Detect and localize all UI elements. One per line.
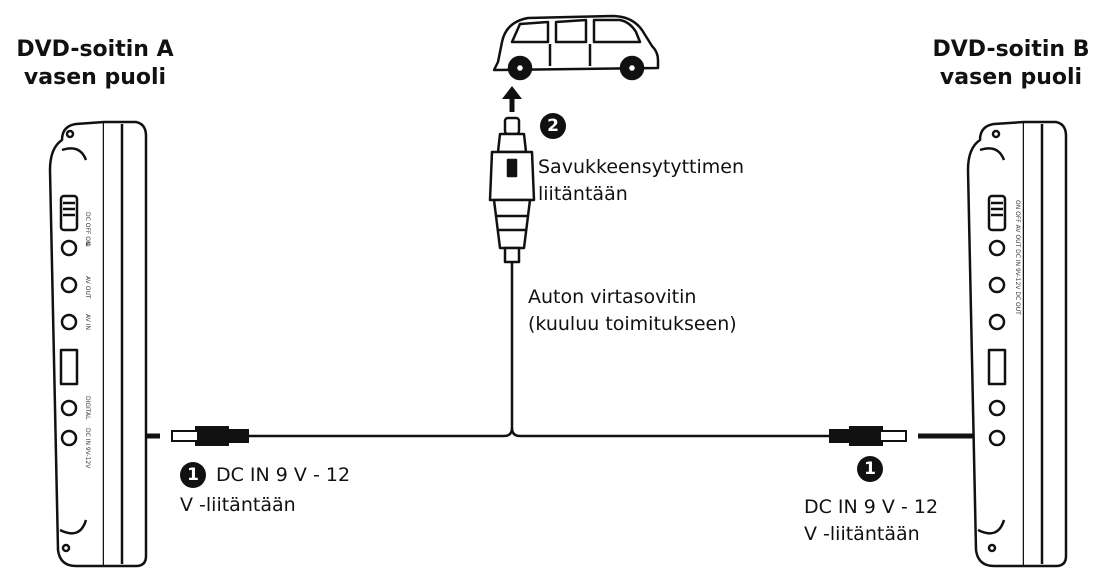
step-1-left-label-2: V -liitäntään — [180, 492, 296, 519]
step-1-right-line2: V -liitäntään — [804, 523, 920, 545]
step-2-line2: liitäntään — [538, 183, 628, 205]
player-b-title-line1: DVD-soitin B — [932, 37, 1090, 62]
adapter-line1: Auton virtasovitin — [528, 286, 697, 308]
player-a-title-line1: DVD-soitin A — [16, 37, 174, 62]
svg-text:AV IN: AV IN — [84, 314, 91, 330]
dvd-player-side-icon: DC OFF ON Ω AV OUT AV IN DIGITAL DC IN 9… — [48, 120, 148, 568]
step-1-left-line1: DC IN 9 V - 12 — [216, 464, 351, 486]
step-2-line1: Savukkeensytyttimen — [538, 156, 744, 178]
step-1-left-badge: 1 — [180, 462, 206, 488]
player-b-title: DVD-soitin B vasen puoli — [921, 36, 1101, 92]
step-1-right-label: DC IN 9 V - 12 V -liitäntään — [804, 494, 938, 548]
cigarette-plug-icon — [488, 116, 536, 264]
svg-text:DIGITAL: DIGITAL — [84, 396, 91, 420]
svg-text:Ω: Ω — [84, 242, 91, 247]
adapter-label: Auton virtasovitin (kuuluu toimitukseen) — [528, 284, 737, 338]
step-1-left-label: DC IN 9 V - 12 — [216, 462, 350, 489]
svg-text:ON OFF AV OUT DC IN 9V-12V DC: ON OFF AV OUT DC IN 9V-12V DC OUT — [1014, 200, 1021, 315]
dvd-player-side-icon: ON OFF AV OUT DC IN 9V-12V DC OUT — [966, 120, 1068, 568]
svg-text:DC IN 9V-12V: DC IN 9V-12V — [84, 428, 91, 469]
arrow-icon — [502, 86, 522, 112]
player-a-title-line2: vasen puoli — [23, 65, 167, 90]
dc-plug-icon — [829, 426, 907, 446]
dc-plug-icon — [171, 426, 249, 446]
step-2-badge: 2 — [540, 113, 566, 139]
player-a-title: DVD-soitin A vasen puoli — [0, 36, 190, 92]
svg-text:AV OUT: AV OUT — [84, 276, 91, 299]
step-1-right-badge: 1 — [857, 456, 883, 482]
step-2-label: Savukkeensytyttimen liitäntään — [538, 154, 744, 208]
player-b-title-line2: vasen puoli — [939, 65, 1083, 90]
power-cable — [248, 262, 830, 438]
adapter-line2: (kuuluu toimitukseen) — [528, 313, 737, 335]
svg-text:DC OFF ON: DC OFF ON — [84, 212, 91, 245]
step-1-right-line1: DC IN 9 V - 12 — [804, 496, 939, 518]
car-icon — [492, 14, 660, 81]
step-1-left-line2: V -liitäntään — [180, 494, 296, 516]
